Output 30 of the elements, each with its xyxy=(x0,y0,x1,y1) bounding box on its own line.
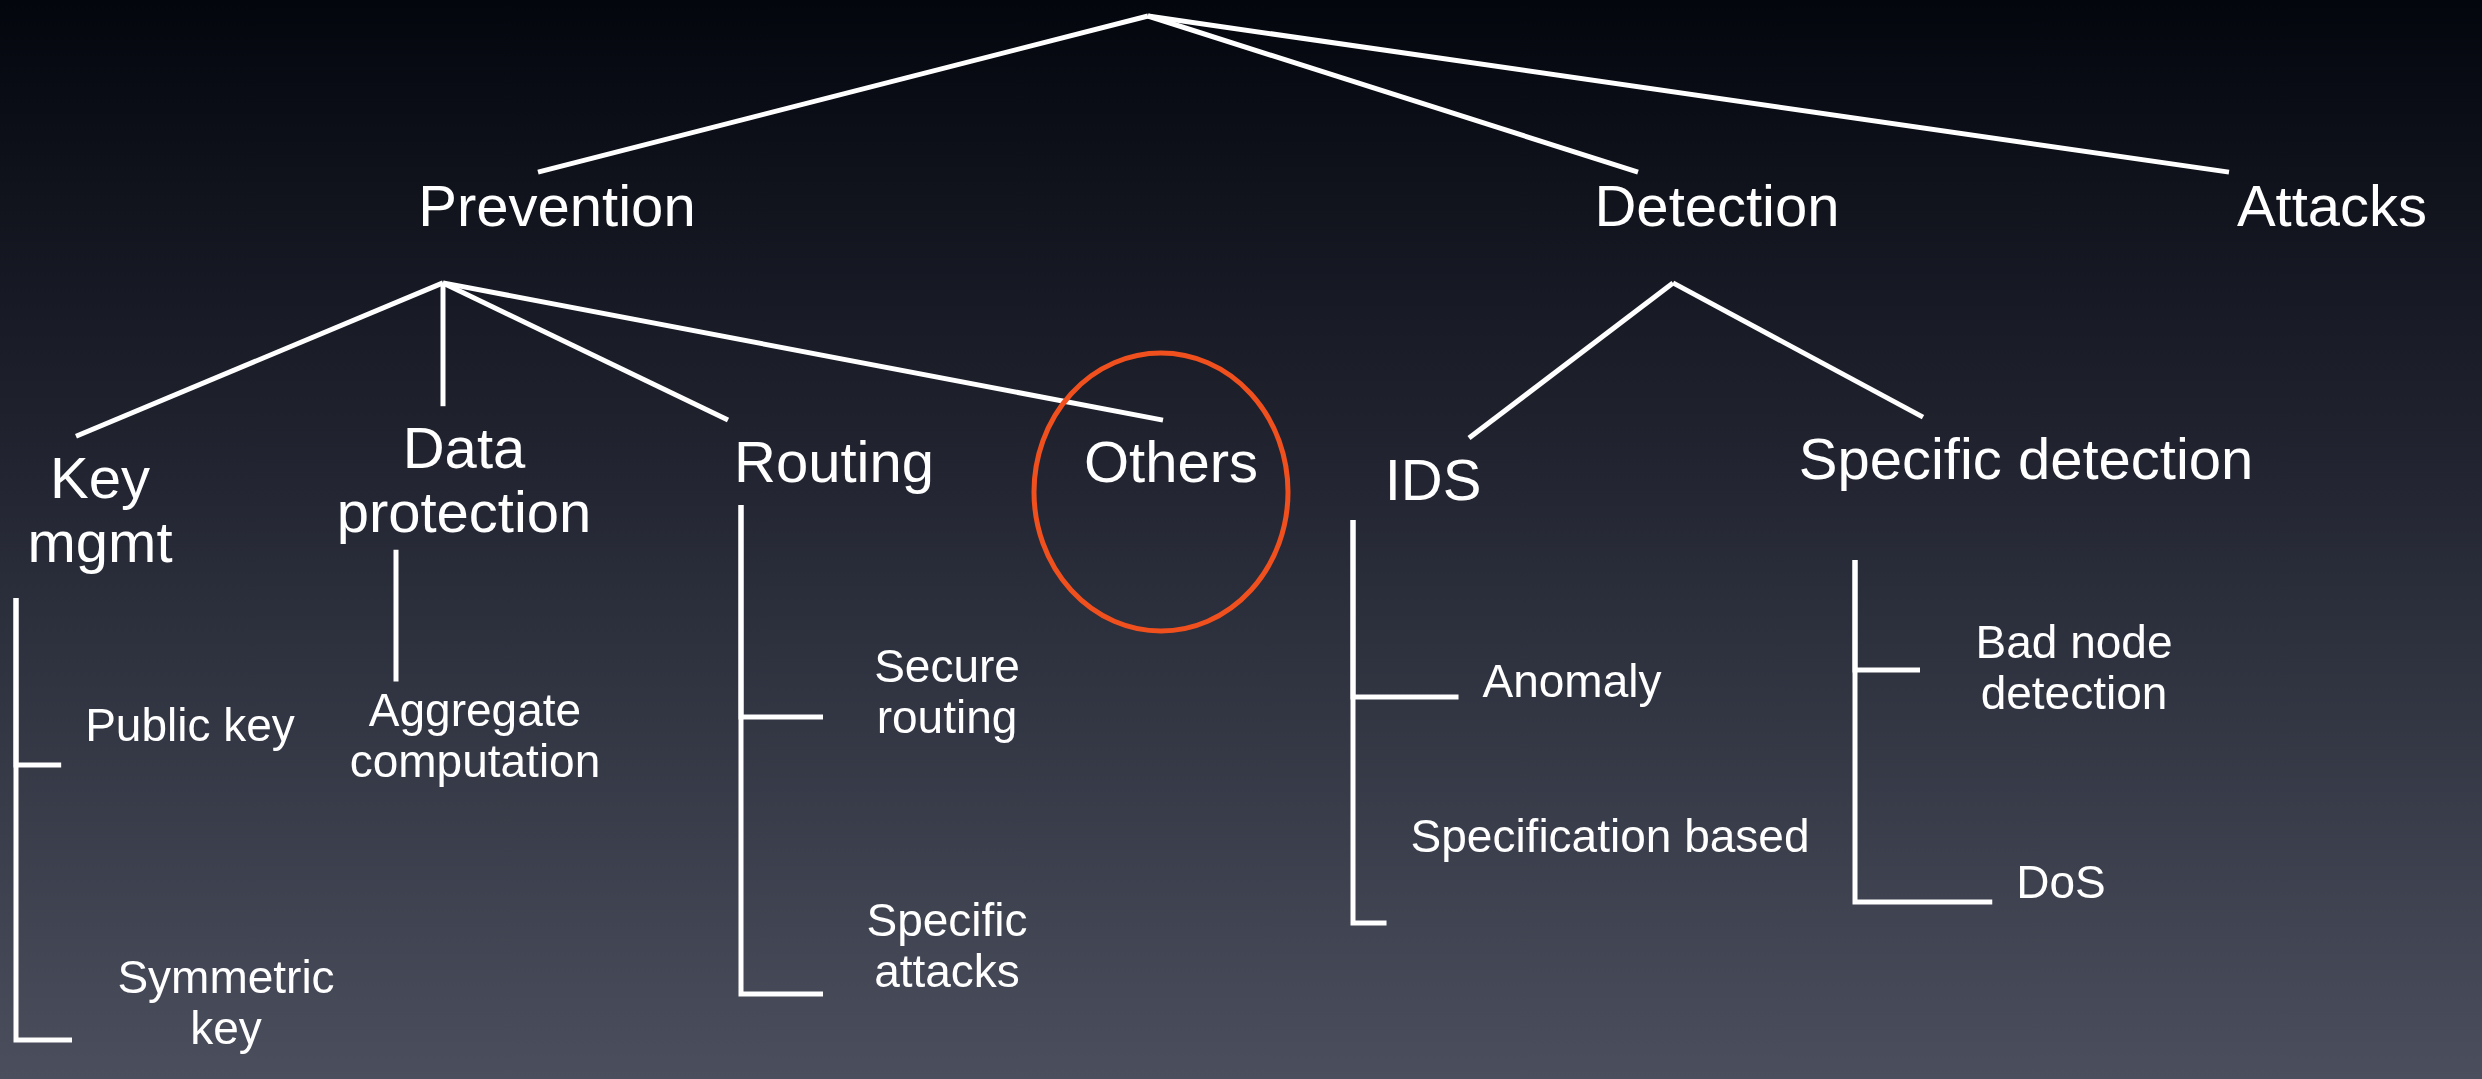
tree-line xyxy=(393,549,399,682)
subcategory-label: Secure routing xyxy=(873,641,1021,743)
subcategory-label: Specific attacks xyxy=(865,895,1029,997)
category-label: Key mgmt xyxy=(26,446,174,574)
subcategory-label: Bad node detection xyxy=(1974,617,2174,719)
tree-line xyxy=(75,280,444,439)
category-label: Others xyxy=(1083,430,1259,494)
subcategory-label: Anomaly xyxy=(1482,655,1662,707)
bracket-connector xyxy=(738,505,823,997)
tree-line xyxy=(442,280,1164,423)
subcategory-label: Specification based xyxy=(1410,810,1810,862)
bracket-connector xyxy=(13,598,72,1043)
tree-line xyxy=(1467,280,1675,441)
category-label: Data protection xyxy=(335,416,593,544)
subcategory-label: DoS xyxy=(2016,856,2106,908)
tree-line xyxy=(1671,280,1925,420)
subcategory-label: Public key xyxy=(85,699,295,751)
tree-line xyxy=(537,13,1149,175)
category-label: Attacks xyxy=(2236,174,2428,238)
tree-line xyxy=(1147,13,2230,175)
category-label: Detection xyxy=(1594,174,1840,238)
category-label: Routing xyxy=(734,430,934,494)
subcategory-label: Symmetric key xyxy=(116,952,336,1054)
category-label: IDS xyxy=(1384,448,1482,512)
category-label: Prevention xyxy=(418,174,696,238)
category-label: Specific detection xyxy=(1798,427,2254,491)
bracket-connector xyxy=(1852,560,1993,905)
bracket-connector xyxy=(1350,520,1387,926)
subcategory-label: Aggregate computation xyxy=(348,685,602,787)
tree-line xyxy=(440,282,446,407)
